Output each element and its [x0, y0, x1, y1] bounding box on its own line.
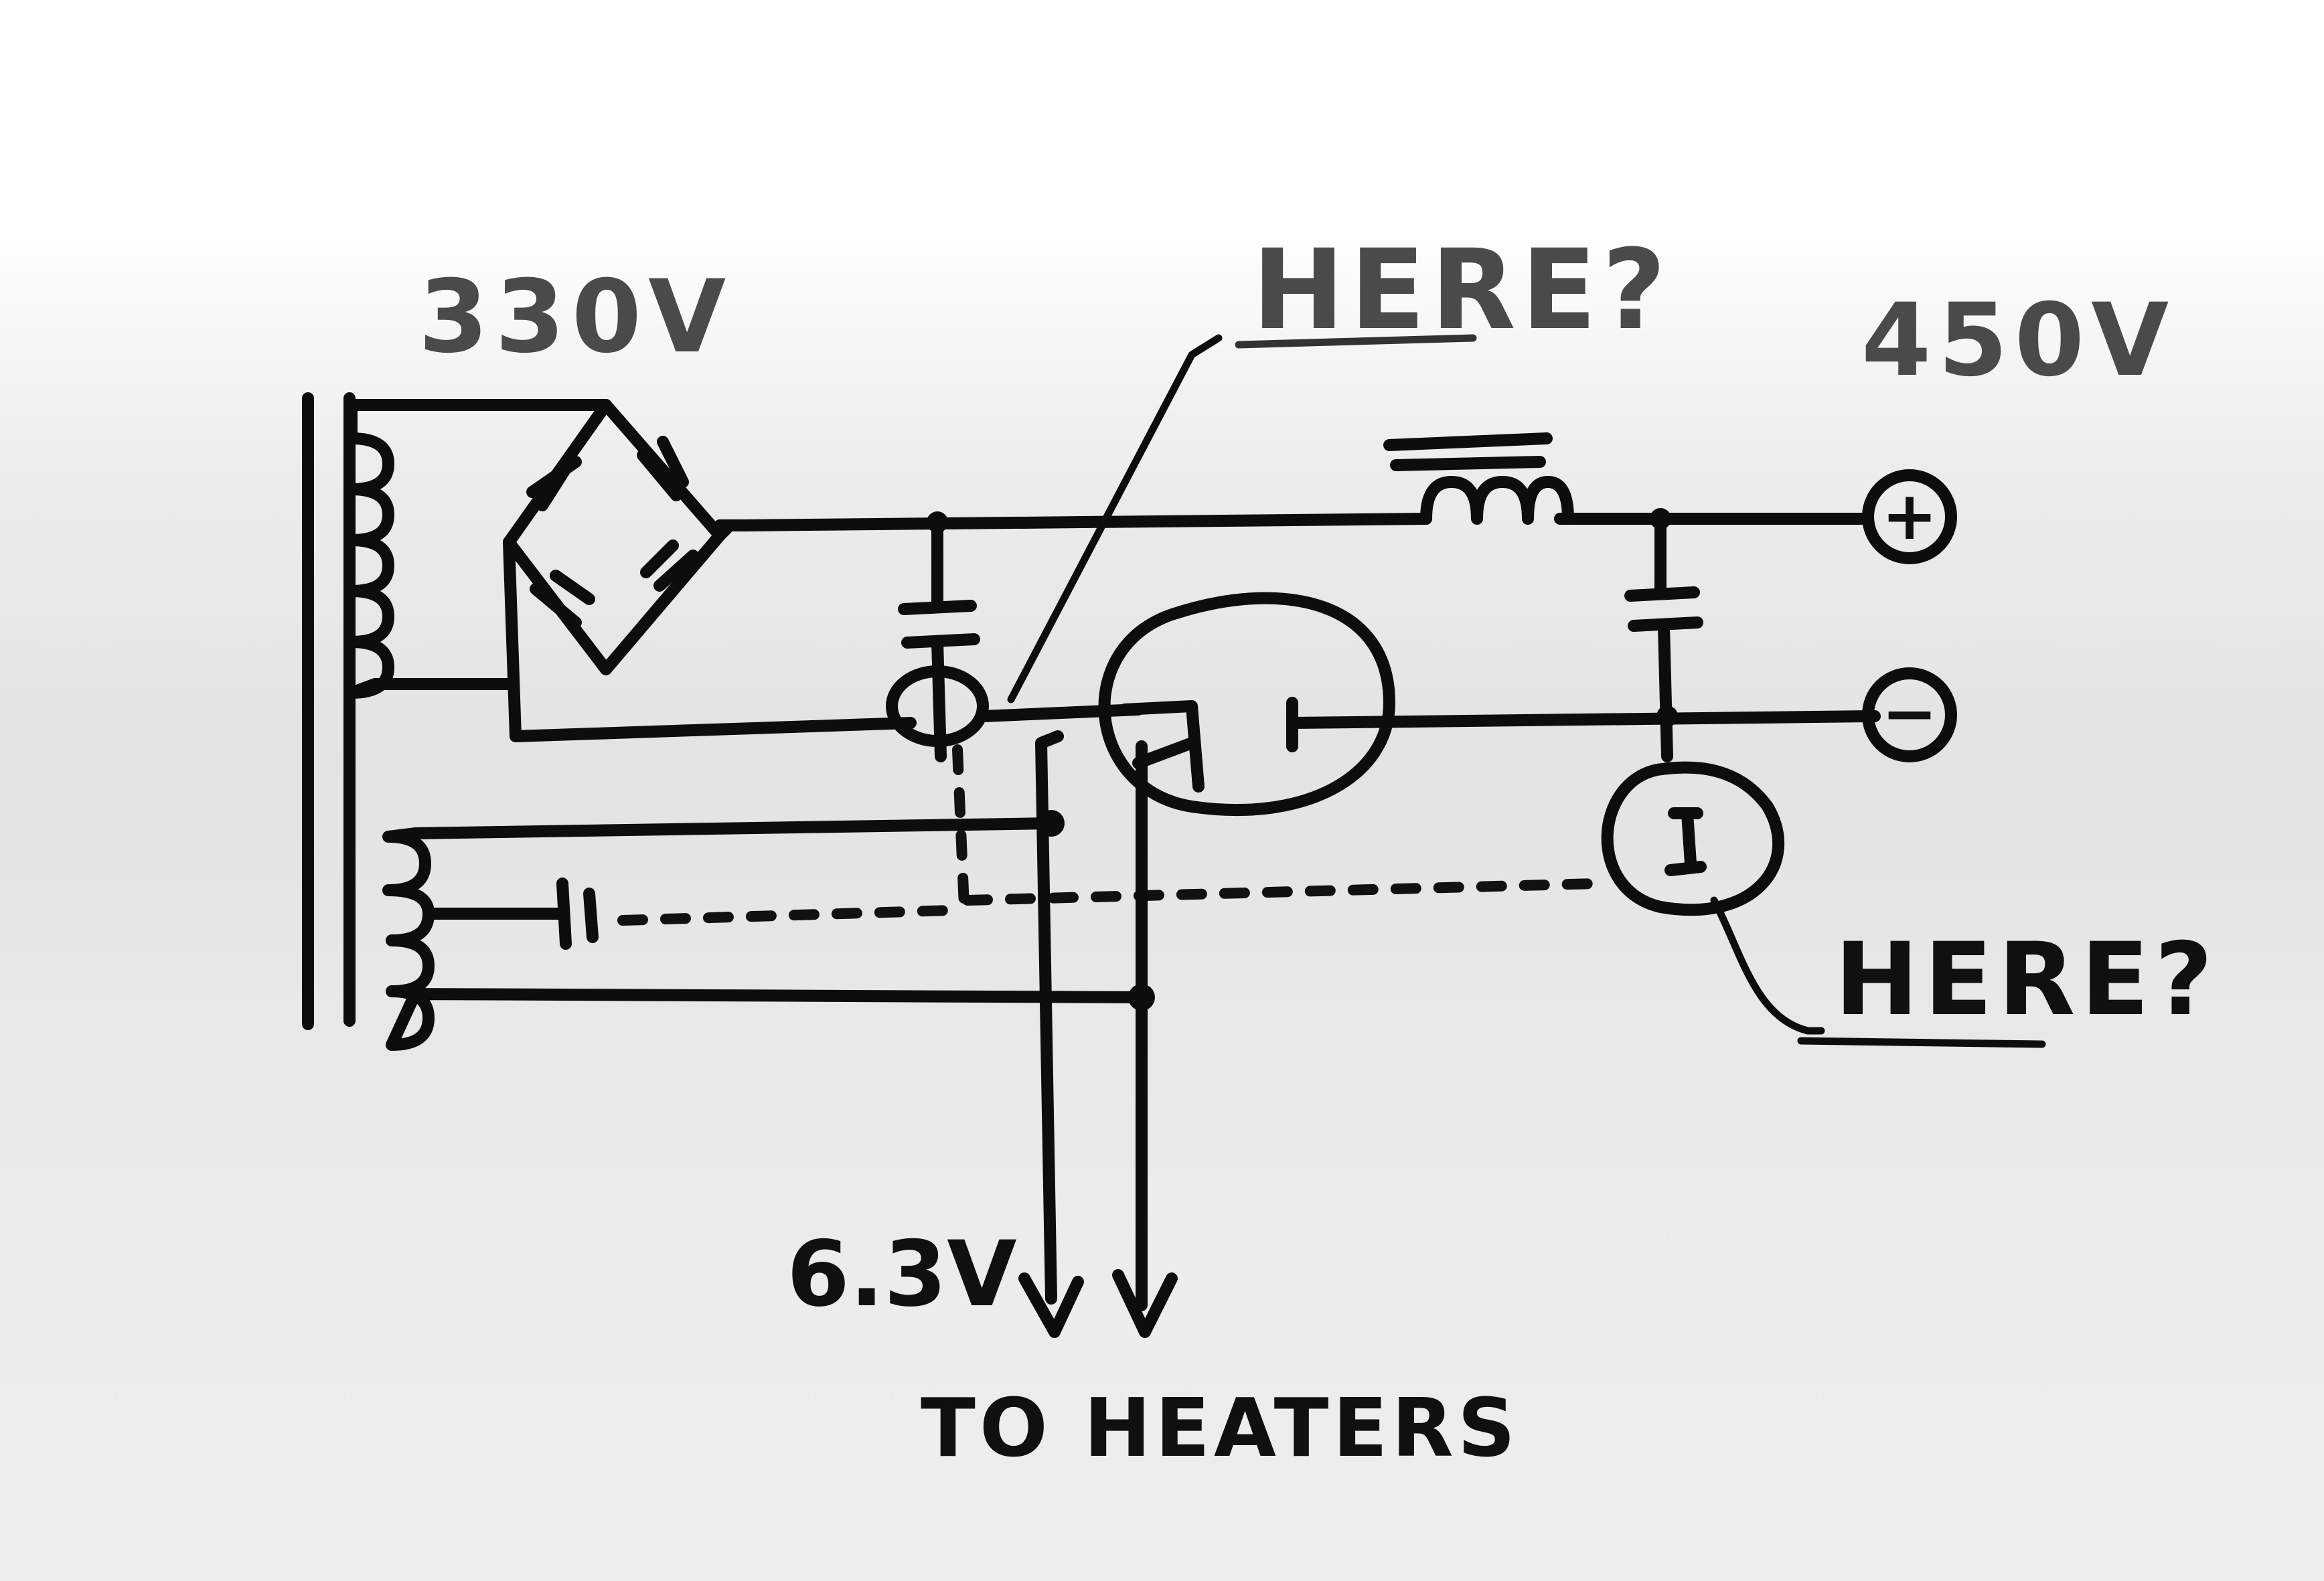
negative-terminal: − [1862, 667, 1957, 762]
vacuum-tube [1098, 592, 1881, 817]
filter-capacitor-2 [1624, 513, 1703, 762]
positive-terminal-symbol: + [1881, 477, 1938, 555]
positive-terminal: + [1862, 469, 1957, 564]
here-question-bottom: HERE? [1835, 922, 2218, 1038]
leader-line-bottom [1710, 896, 1825, 1035]
heater-voltage-label: 6.3V [787, 1222, 1017, 1327]
output-voltage-label: 450V [1861, 282, 2175, 399]
choke-inductor [1383, 432, 1574, 525]
transformer-voltage-label: 330V [418, 259, 732, 376]
heater-centre-tap [422, 744, 1602, 950]
positive-rail [737, 513, 1867, 531]
transformer-core [302, 392, 356, 1030]
transformer-secondary-hv-winding [345, 399, 515, 699]
to-heaters-caption: TO HEATERS [921, 1382, 1519, 1475]
here-underline-top [1235, 334, 1477, 349]
leader-line-top [1007, 334, 1223, 703]
here-question-top: HERE? [1252, 226, 1671, 354]
heater-output-wires [1018, 730, 1178, 1338]
question-circle-bottom [1601, 761, 1785, 916]
transformer-heater-winding [382, 817, 1148, 1051]
negative-rail [978, 703, 1144, 722]
question-circle-top [886, 665, 989, 747]
here-underline-bottom [1797, 1037, 2046, 1048]
negative-terminal-symbol: − [1881, 674, 1938, 752]
